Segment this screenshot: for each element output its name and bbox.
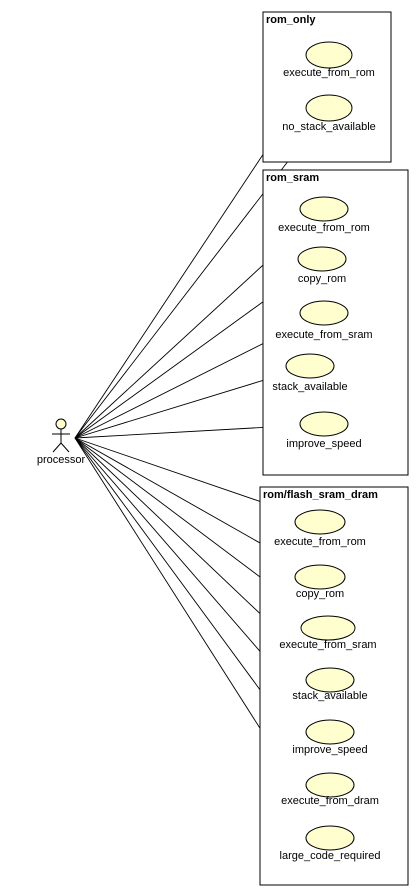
use-case-label: execute_from_sram: [275, 329, 372, 341]
association-line: [74, 371, 290, 439]
use-case-ellipse[interactable]: [305, 94, 353, 122]
actor-head: [55, 418, 67, 430]
use-case[interactable]: execute_from_dram: [281, 772, 379, 807]
actor-left-leg: [52, 442, 62, 453]
use-case-label: copy_rom: [296, 588, 344, 600]
use-case-ellipse[interactable]: [305, 825, 355, 851]
use-case[interactable]: execute_from_sram: [275, 300, 373, 341]
use-case-label: execute_from_dram: [281, 795, 379, 807]
package-frame: [262, 11, 392, 163]
use-case-label: large_code_required: [280, 850, 381, 862]
use-case[interactable]: stack_available: [272, 353, 348, 393]
package-1: rom_sram execute_from_rom copy_rom execute_…: [262, 169, 409, 476]
use-case-ellipse[interactable]: [297, 246, 347, 272]
use-case-ellipse[interactable]: [285, 353, 335, 379]
use-case-ellipse[interactable]: [305, 719, 355, 745]
use-case[interactable]: large_code_required: [280, 825, 381, 862]
actor-right-leg: [60, 442, 70, 453]
use-case-label: no_stack_available: [282, 121, 376, 133]
package-0: rom_only execute_from_rom no_stack_availab…: [262, 11, 392, 163]
use-case-ellipse[interactable]: [300, 615, 356, 641]
use-case[interactable]: copy_rom: [297, 246, 347, 285]
use-case-ellipse[interactable]: [294, 564, 346, 590]
use-case-ellipse[interactable]: [294, 509, 346, 535]
use-case-label: execute_from_rom: [278, 222, 370, 234]
use-case-label: improve_speed: [286, 438, 361, 450]
use-case-ellipse[interactable]: [299, 411, 349, 437]
use-case-label: execute_from_rom: [274, 536, 366, 548]
use-case[interactable]: no_stack_available: [282, 94, 376, 133]
processor-actor: processor: [37, 418, 86, 466]
use-case[interactable]: execute_from_rom: [274, 509, 366, 548]
use-case-ellipse[interactable]: [305, 667, 355, 693]
use-case-label: stack_available: [272, 381, 347, 393]
use-case[interactable]: execute_from_sram: [279, 615, 377, 651]
use-case-label: copy_rom: [298, 273, 346, 285]
use-case[interactable]: improve_speed: [286, 411, 362, 450]
use-case[interactable]: stack_available: [292, 667, 368, 702]
use-case-ellipse[interactable]: [305, 772, 355, 798]
use-case[interactable]: execute_from_rom: [278, 196, 370, 234]
package-title: rom_only: [266, 14, 316, 26]
use-case-ellipse[interactable]: [305, 41, 353, 69]
package-title: rom_sram: [266, 172, 319, 184]
use-case-label: execute_from_rom: [283, 67, 375, 79]
actor-label: processor: [37, 454, 86, 466]
use-case[interactable]: copy_rom: [294, 564, 346, 600]
package-2: rom/flash_sram_dram execute_from_rom copy_…: [259, 486, 409, 886]
use-case-label: execute_from_sram: [279, 639, 376, 651]
packages: rom_only execute_from_rom no_stack_availab…: [259, 11, 409, 886]
use-case[interactable]: execute_from_rom: [283, 41, 375, 79]
use-case-ellipse[interactable]: [299, 196, 349, 222]
package-title: rom/flash_sram_dram: [263, 489, 378, 501]
use-case-ellipse[interactable]: [299, 300, 349, 326]
use-case-label: stack_available: [292, 690, 367, 702]
use-case-label: improve_speed: [292, 744, 367, 756]
use-case[interactable]: improve_speed: [292, 719, 368, 756]
